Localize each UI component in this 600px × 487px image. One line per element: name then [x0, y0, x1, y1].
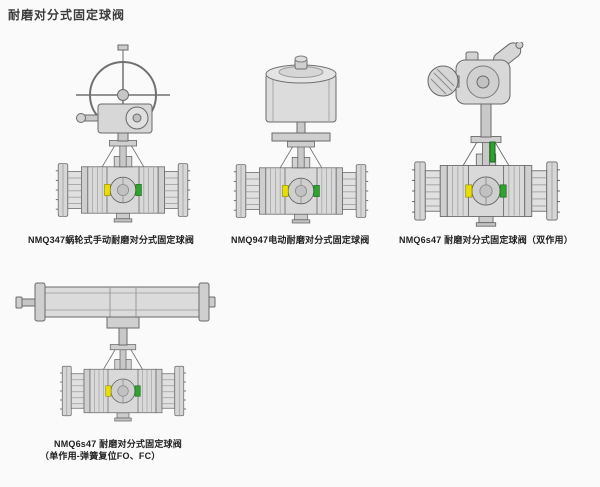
- valve-body: [55, 139, 191, 223]
- figure-caption: NMQ347蜗轮式手动耐磨对分式固定球阀: [28, 235, 195, 245]
- figure-caption: NMQ947电动耐磨对分式固定球阀: [231, 235, 370, 245]
- nmq6s47-double-valve-drawing: [411, 42, 561, 227]
- worm-gear-handwheel-icon: [76, 44, 170, 142]
- nmq347-valve-drawing: [55, 44, 191, 223]
- nmq6s47-single-valve-drawing: [15, 282, 216, 422]
- figure-caption: NMQ6s47 耐磨对分式固定球阀: [54, 439, 182, 449]
- nmq947-valve-drawing: [233, 55, 369, 224]
- horizontal-pneumatic-cylinder-icon: [15, 282, 216, 346]
- electric-actuator-icon: [427, 42, 524, 163]
- vertical-cylinder-actuator-icon: [265, 55, 337, 142]
- figure-nmq947: NMQ947电动耐磨对分式固定球阀: [225, 52, 380, 252]
- figure-caption: NMQ6s47 耐磨对分式固定球阀（双作用）: [399, 235, 573, 245]
- valve-body: [233, 140, 369, 224]
- stem-indicator-green: [489, 141, 496, 163]
- page-title: 耐磨对分式固定球阀: [8, 8, 126, 22]
- figure-nmq347: NMQ347蜗轮式手动耐磨对分式固定球阀: [18, 44, 230, 249]
- handwheel-icon: [427, 65, 459, 97]
- figure-nmq6s47-single: NMQ6s47 耐磨对分式固定球阀 （单作用-弹簧复位FO、FC）: [12, 276, 220, 466]
- valve-body: [411, 135, 561, 227]
- figure-nmq6s47-double: NMQ6s47 耐磨对分式固定球阀（双作用）: [395, 42, 575, 247]
- valve-body: [59, 344, 187, 422]
- figure-caption-line2: （单作用-弹簧复位FO、FC）: [40, 451, 161, 461]
